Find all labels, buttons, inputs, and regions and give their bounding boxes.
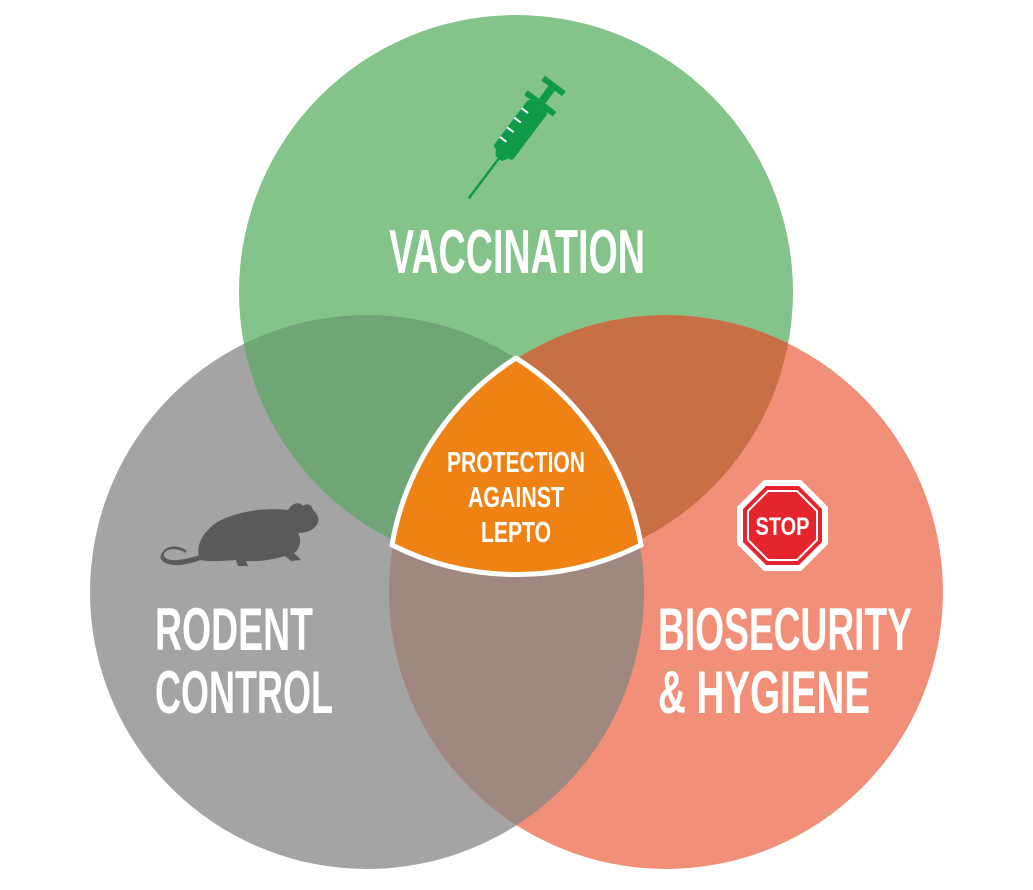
biosecurity-label-line1: BIOSECURITY: [658, 596, 912, 663]
center-label-line2: AGAINST: [468, 482, 564, 514]
biosecurity-label-line2: & HYGIENE: [658, 659, 870, 726]
syringe-icon: [467, 75, 566, 200]
vaccination-label: VACCINATION: [389, 218, 645, 287]
stop-sign-text: STOP: [756, 513, 810, 541]
center-region: [389, 355, 644, 577]
rodent-control-label-line1: RODENT: [155, 596, 313, 663]
mouse-icon: [160, 503, 319, 566]
center-label-line1: PROTECTION: [447, 447, 585, 479]
rodent-control-label-line2: CONTROL: [155, 659, 333, 726]
center-label-line3: LEPTO: [481, 517, 551, 549]
stop-sign-icon: STOP: [737, 480, 828, 571]
